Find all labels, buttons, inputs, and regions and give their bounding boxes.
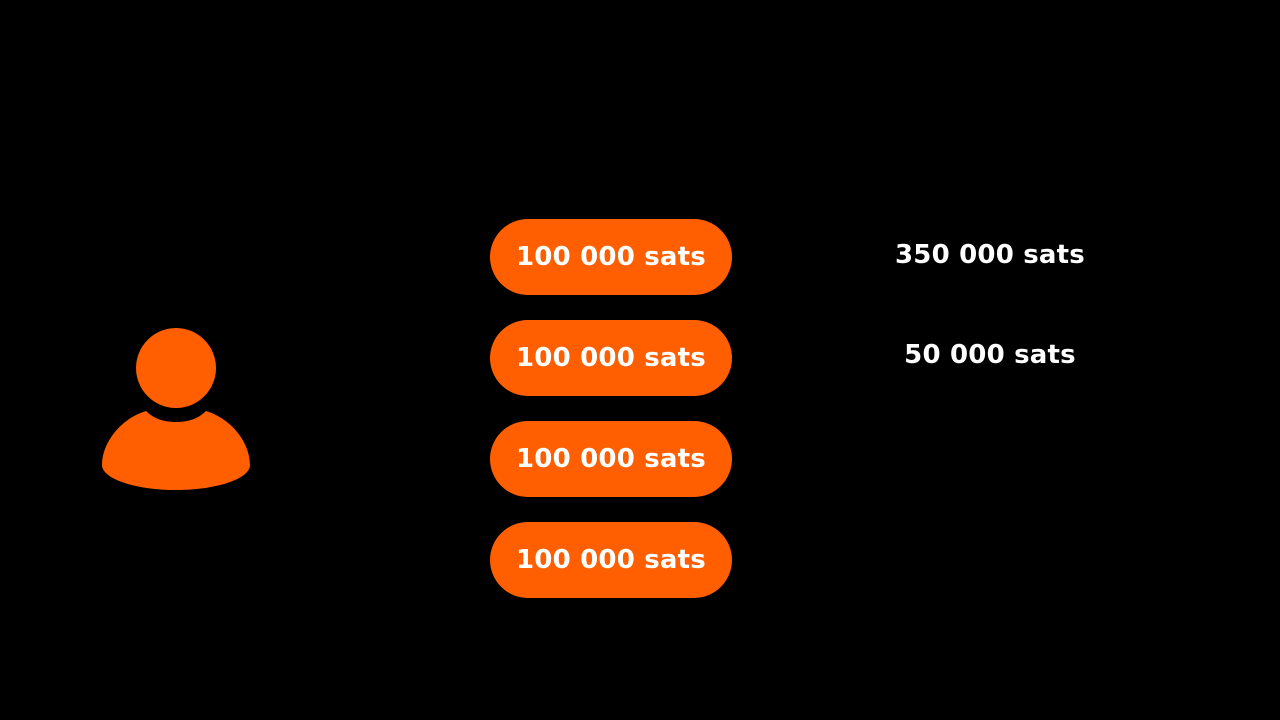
output-amount: 50 000 sats [904, 340, 1076, 370]
user-icon-head [136, 328, 216, 408]
input-utxo-pill: 100 000 sats [490, 320, 732, 396]
input-utxo-label: 100 000 sats [516, 444, 706, 474]
input-utxo-pill: 100 000 sats [490, 219, 732, 295]
input-utxo-label: 100 000 sats [516, 343, 706, 373]
input-utxo-pill: 100 000 sats [490, 522, 732, 598]
input-utxo-pill: 100 000 sats [490, 421, 732, 497]
user-icon [102, 328, 250, 490]
user-icon-body [102, 411, 250, 490]
output-amount: 350 000 sats [895, 240, 1085, 270]
input-utxo-label: 100 000 sats [516, 242, 706, 272]
input-utxo-label: 100 000 sats [516, 545, 706, 575]
